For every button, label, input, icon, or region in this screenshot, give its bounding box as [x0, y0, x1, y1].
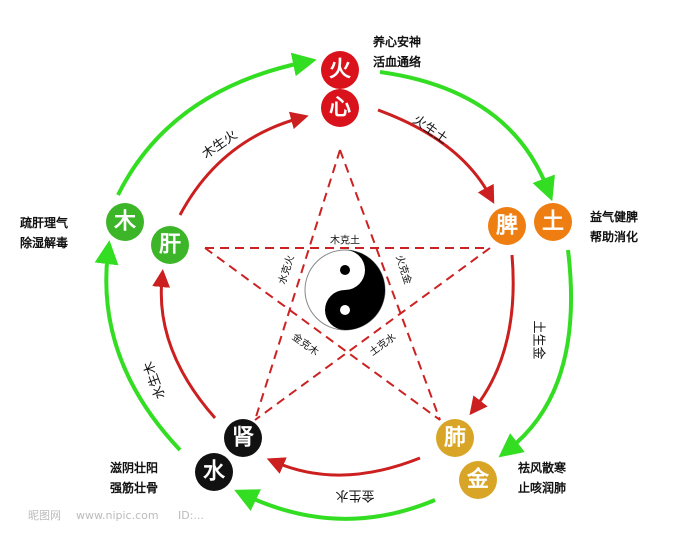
arrow-metal-to-water-inner — [266, 456, 421, 477]
label-metal-generates-water: 金生水 — [335, 488, 374, 504]
water-desc-2: 强筋壮骨 — [110, 480, 158, 495]
water-desc-1: 滋阴壮阳 — [110, 460, 158, 475]
star-line — [254, 247, 491, 421]
svg-text:水: 水 — [203, 460, 226, 485]
wood-desc-2: 除湿解毒 — [20, 235, 68, 250]
spleen-organ-node: 脾 — [488, 207, 526, 245]
svg-text:脾: 脾 — [496, 214, 518, 239]
label-earth-restrains-water: 土克水 — [366, 330, 398, 358]
svg-text:金: 金 — [466, 467, 490, 493]
generating-outer-arrows — [94, 52, 574, 521]
heart-organ-node: 心 — [321, 89, 359, 127]
watermark-url: www.nipic.com — [76, 509, 159, 522]
yin-yang-icon — [304, 249, 386, 331]
metal-desc-1: 祛风散寒 — [518, 460, 566, 475]
arrow-water-to-wood-outer — [94, 240, 182, 452]
arrow-fire-to-earth-inner — [377, 108, 495, 204]
label-fire-restrains-metal: 火克金 — [393, 253, 415, 286]
arrow-earth-to-metal-inner — [469, 254, 515, 416]
label-water-restrains-fire: 水克火 — [276, 254, 297, 286]
label-fire-generates-earth: 火生土 — [410, 113, 451, 148]
wood-desc-1: 疏肝理气 — [20, 215, 68, 230]
label-wood-restrains-earth: 木克土 — [330, 234, 360, 247]
fire-desc-2: 活血通络 — [373, 54, 421, 69]
label-earth-generates-metal: 土生金 — [531, 320, 547, 359]
earth-desc-2: 帮助消化 — [590, 229, 638, 244]
metal-element-node: 金 — [459, 461, 497, 499]
earth-element-node: 土 — [534, 203, 572, 241]
restraining-star — [204, 149, 491, 421]
label-wood-generates-fire: 木生火 — [200, 128, 241, 163]
liver-organ-node: 肝 — [151, 226, 189, 264]
star-line — [339, 149, 441, 421]
arrow-water-to-wood-inner — [152, 269, 217, 419]
metal-desc-2: 止咳润肺 — [518, 480, 566, 495]
watermark-id: ID:... — [178, 509, 204, 522]
water-element-node: 水 — [195, 453, 233, 491]
fire-desc-1: 养心安神 — [372, 34, 421, 49]
label-water-generates-wood: 水生木 — [141, 359, 168, 401]
fire-element-node: 火 — [321, 51, 359, 89]
svg-text:土: 土 — [542, 210, 564, 235]
label-metal-restrains-wood: 金克木 — [290, 330, 322, 358]
svg-text:心: 心 — [329, 96, 351, 121]
lung-organ-node: 肺 — [436, 419, 474, 457]
wood-element-node: 木 — [106, 203, 144, 241]
star-line — [204, 247, 441, 421]
kidney-organ-node: 肾 — [224, 419, 262, 457]
watermark-logo: 昵图网 — [28, 509, 61, 522]
arrow-wood-to-fire-inner — [178, 111, 309, 216]
arrow-earth-to-metal-outer — [498, 249, 574, 458]
svg-text:肾: 肾 — [232, 426, 254, 451]
arrow-fire-to-earth-outer — [379, 70, 555, 202]
svg-text:肝: 肝 — [159, 233, 181, 258]
arrow-metal-to-water-outer — [234, 489, 436, 521]
arrow-wood-to-fire-outer — [116, 52, 317, 196]
svg-text:火: 火 — [329, 58, 351, 83]
earth-desc-1: 益气健脾 — [590, 209, 638, 224]
star-line — [254, 149, 341, 421]
generating-inner-arrows — [152, 108, 515, 477]
svg-text:肺: 肺 — [444, 426, 466, 451]
svg-text:木: 木 — [113, 210, 137, 235]
